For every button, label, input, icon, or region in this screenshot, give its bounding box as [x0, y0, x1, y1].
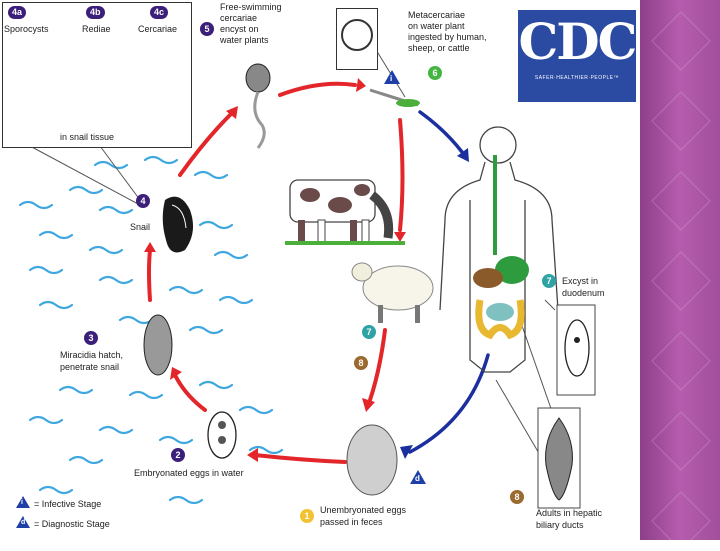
- cdc-logo-word: CDC: [518, 12, 638, 71]
- legend-infective-icon: [16, 496, 30, 508]
- stage-8-badge: 8: [510, 490, 524, 504]
- excyst-drawing: [556, 304, 596, 396]
- stage-4a-badge: 4a: [8, 6, 27, 19]
- stage-5-label-line3: encyst on: [220, 24, 259, 34]
- embryonated-egg-drawing: [207, 411, 237, 459]
- human-body-drawing: [439, 126, 559, 373]
- callout-lines: [29, 39, 556, 456]
- cow-drawing: [285, 179, 405, 245]
- free-cercaria-drawing: [245, 63, 271, 149]
- sporocysts-label: Sporocysts: [4, 24, 49, 34]
- stage-6-label-line2: on water plant: [408, 21, 465, 31]
- stage-1-label-line1: Unembryonated eggs: [320, 505, 407, 515]
- stage-7-badge: 7: [542, 274, 556, 288]
- arrow-3-to-4: [147, 248, 152, 302]
- stage-8-sheep-badge: 8: [354, 356, 368, 370]
- miracidium-drawing: [143, 314, 173, 376]
- stage-5-label-line2: cercariae: [220, 13, 258, 23]
- arrow-2-to-3: [173, 373, 207, 412]
- arrow-sheep-to-eggs: [368, 328, 387, 402]
- snail-tissue-inset: [2, 2, 192, 148]
- stage-5-label-line1: Free-swimming: [220, 2, 282, 12]
- stage-4c-badge: 4c: [150, 6, 169, 19]
- stage-8-label-line2: biliary ducts: [536, 520, 584, 530]
- cycle-arrows: [48, 81, 405, 464]
- stage-2-label: Embryonated eggs in water: [134, 468, 244, 478]
- stage-2-badge: 2: [171, 448, 185, 462]
- stage-3-badge: 3: [84, 331, 98, 345]
- cdc-logo: CDC SAFER·HEALTHIER·PEOPLE™: [518, 10, 638, 102]
- legend-diagnostic-icon: [16, 516, 30, 528]
- metacercaria-cyst-icon: [341, 19, 373, 51]
- legend-infective-symbol: i: [21, 499, 23, 506]
- life-cycle-artwork: [15, 39, 596, 509]
- panel-diamond: [651, 411, 711, 471]
- unembryonated-egg-drawing: [346, 424, 398, 496]
- stage-6-label-line4: sheep, or cattle: [408, 43, 470, 53]
- legend-infective-text: = Infective Stage: [34, 499, 102, 509]
- stage-4b-badge: 4b: [86, 6, 105, 19]
- inset-caption: in snail tissue: [60, 132, 115, 142]
- arrow-4-to-5: [178, 113, 232, 177]
- arrow-1-to-2: [253, 453, 347, 464]
- side-panel: [640, 0, 720, 551]
- infective-stage-marker-symbol: i: [390, 74, 393, 83]
- snail-drawing: [162, 196, 194, 253]
- arrow-5-to-6: [278, 81, 357, 97]
- stage-1-label-line2: passed in feces: [320, 517, 383, 527]
- stage-5-badge: 5: [200, 22, 214, 36]
- stage-7-label-line1: Excyst in: [562, 276, 599, 286]
- stage-1-badge: 1: [300, 509, 314, 523]
- sheep-drawing: [351, 262, 434, 323]
- stage-6-label-line1: Metacercariae: [408, 10, 466, 20]
- stage-7-label-line2: duodenum: [562, 288, 605, 298]
- panel-diamond: [651, 251, 711, 311]
- stage-3-label-line1: Miracidia hatch,: [60, 350, 124, 360]
- legend-diagnostic-text: = Diagnostic Stage: [34, 519, 110, 529]
- stage-4-badge: 4: [136, 194, 150, 208]
- legend-diagnostic-symbol: d: [21, 519, 26, 526]
- stage-7-sheep-badge: 7: [362, 325, 376, 339]
- stage-3-label-line2: penetrate snail: [60, 362, 120, 372]
- snail-label: Snail: [130, 222, 151, 232]
- panel-diamond: [651, 331, 711, 391]
- stage-6-badge: 6: [428, 66, 442, 80]
- stage-8-label-line1: Adults in hepatic: [536, 508, 603, 518]
- cdc-logo-tagline: SAFER·HEALTHIER·PEOPLE™: [534, 75, 620, 81]
- stage-6-label-line3: ingested by human,: [408, 32, 487, 42]
- water-waves: [18, 155, 284, 505]
- stage-5-label-line4: water plants: [220, 35, 269, 45]
- arrow-6-to-hosts: [398, 118, 405, 232]
- panel-diamond: [651, 171, 711, 231]
- human-route-arrows: [408, 110, 490, 454]
- diagnostic-stage-marker-icon: [410, 470, 426, 484]
- cercariae-label: Cercariae: [138, 24, 178, 34]
- rediae-label: Rediae: [82, 24, 111, 34]
- panel-diamond: [651, 491, 711, 551]
- panel-diamond: [651, 11, 711, 71]
- infective-stage-marker-icon: [384, 70, 400, 84]
- panel-diamond: [651, 91, 711, 151]
- water-plant-drawing: [369, 88, 420, 107]
- adult-fluke-drawing: [537, 407, 581, 509]
- digestive-tract-drawing: [473, 155, 529, 340]
- diagnostic-stage-marker-symbol: d: [415, 474, 420, 483]
- metacercariae-inset: [336, 8, 378, 70]
